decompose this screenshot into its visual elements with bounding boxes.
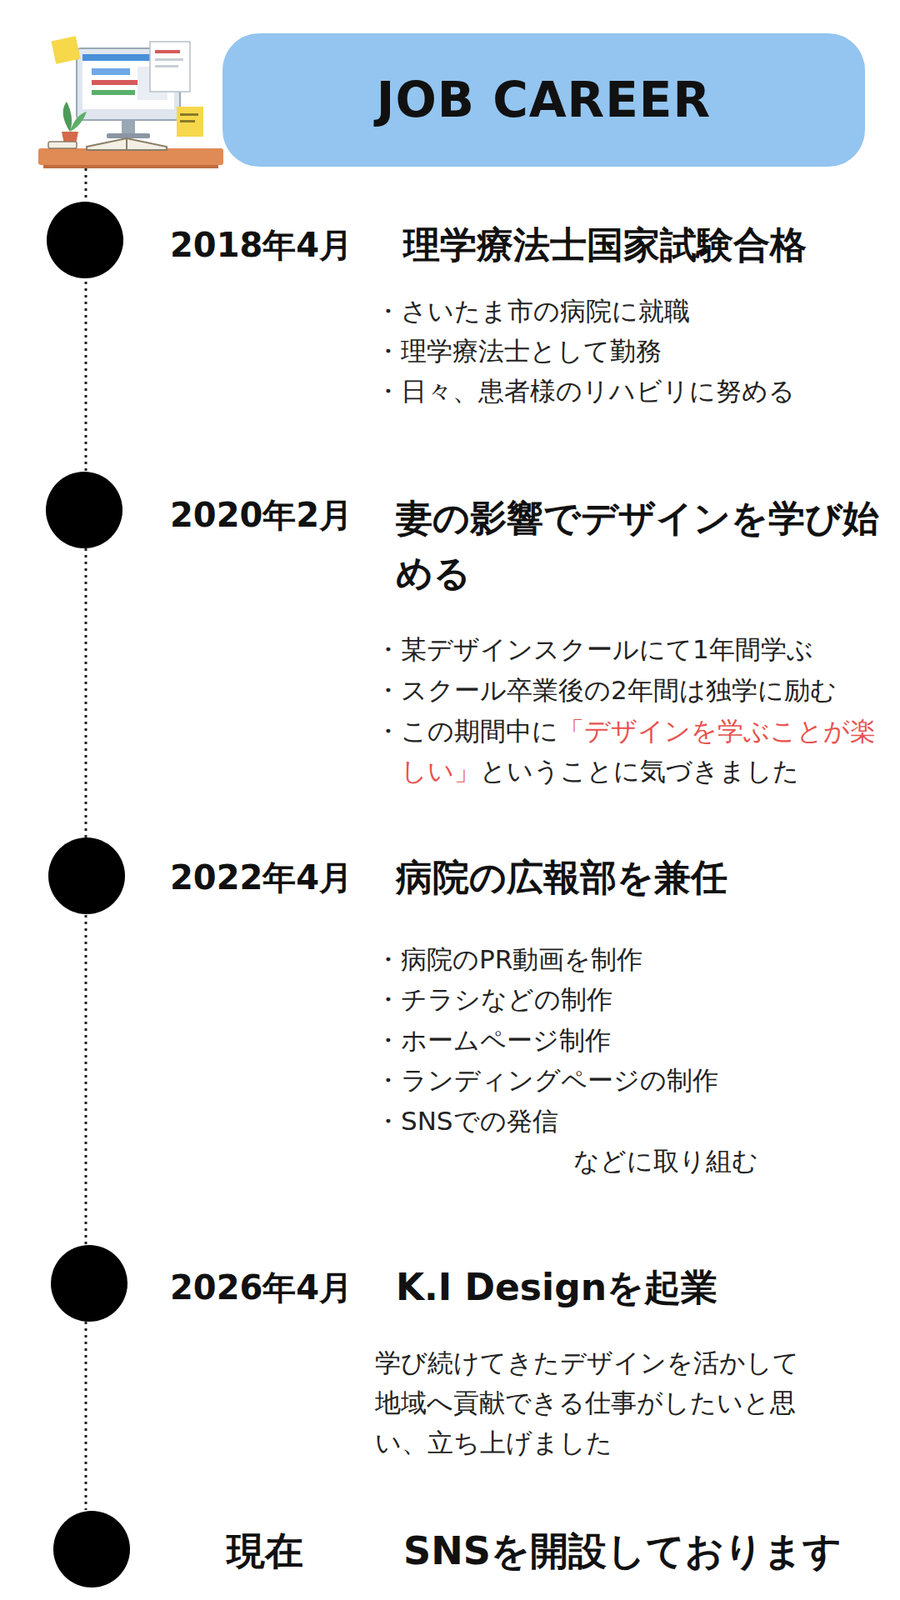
bullet-text: ・この期間中に <box>375 715 559 746</box>
bullet-item: ・理学療法士として勤務 <box>375 330 662 371</box>
bullet-item: ・スクール卒業後の2年間は独学に励む <box>375 670 837 710</box>
date-label: 現在 <box>226 1525 304 1576</box>
bullet-item: ・ランディングページの制作 <box>375 1060 719 1100</box>
bullet-item: ・ホームページ制作 <box>375 1020 611 1060</box>
bullet-item: ・病院のPR動画を制作 <box>375 939 643 980</box>
date-label: 2018年4月 <box>170 224 353 266</box>
body-text: 学び続けてきたデザインを活かして地域へ貢献できる仕事がしたいと思い、立ち上げまし… <box>375 1342 800 1463</box>
bullet-text: ということに気づきました <box>480 755 800 786</box>
date-label: 2026年4月 <box>170 1266 353 1309</box>
bullet-item: ・この期間中に「デザインを学ぶことが楽しい」ということに気づきました <box>375 710 880 791</box>
timeline-dots <box>45 201 130 1588</box>
step-heading: 妻の影響でデザインを学び始める <box>395 490 880 601</box>
step-heading: SNSを開設しております <box>403 1525 842 1576</box>
date-label: 2022年4月 <box>170 856 353 899</box>
bullet-item: ・某デザインスクールにて1年間学ぶ <box>375 629 814 670</box>
bullet-item: ・日々、患者様のリハビリに努める <box>375 370 795 411</box>
bullet-item: ・SNSでの発信 <box>375 1100 559 1141</box>
bullet-note: などに取り組む <box>573 1140 759 1181</box>
desk-illustration <box>38 35 224 169</box>
title-banner: JOB CAREER <box>222 33 865 167</box>
step-heading: 理学療法士国家試験合格 <box>403 217 807 273</box>
date-label: 2020年2月 <box>170 494 353 536</box>
bullet-item: ・さいたま市の病院に就職 <box>375 290 690 331</box>
bullet-item: ・チラシなどの制作 <box>375 979 613 1020</box>
step-heading: 病院の広報部を兼任 <box>395 850 728 905</box>
step-heading: K.I Designを起業 <box>395 1260 718 1315</box>
